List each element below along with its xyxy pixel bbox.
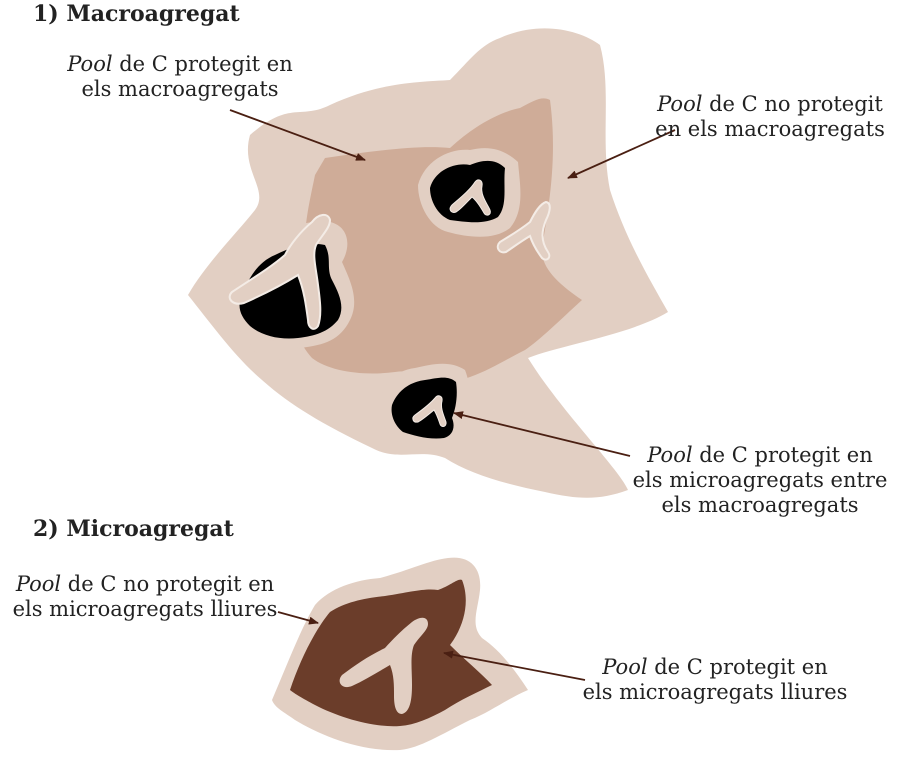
pool-word: Pool <box>602 655 647 679</box>
label-line-2: els microagregats lliures <box>570 680 860 705</box>
label-line-2: els microagregats entre <box>605 468 915 493</box>
label-macro-unprotected-pool: Pool de C no protegit en els macroagrega… <box>620 92 920 142</box>
label-macro-protected-pool: Pool de C protegit en els macroagregats <box>20 52 340 102</box>
section-2-title: 2) Microagregat <box>33 517 234 542</box>
label-line-2: en els macroagregats <box>620 117 920 142</box>
pool-word: Pool <box>647 443 692 467</box>
microaggregate <box>272 558 528 751</box>
pool-word: Pool <box>16 572 61 596</box>
section-1-title: 1) Macroagregat <box>33 2 240 27</box>
label-line-1: de C protegit en <box>113 52 293 76</box>
label-line-1: de C no protegit en <box>61 572 274 596</box>
label-line-2: els macroagregats <box>20 77 340 102</box>
pool-word: Pool <box>67 52 112 76</box>
label-line-1: de C no protegit <box>702 92 882 116</box>
label-line-1: de C protegit en <box>648 655 828 679</box>
label-free-micro-protected-pool: Pool de C protegit en els microagregats … <box>570 655 860 705</box>
label-line-1: de C protegit en <box>693 443 873 467</box>
label-line-2: els microagregats lliures <box>0 597 290 622</box>
label-line-3: els macroagregats <box>605 493 915 518</box>
pool-word: Pool <box>657 92 702 116</box>
label-free-micro-unprotected-pool: Pool de C no protegit en els microagrega… <box>0 572 290 622</box>
label-micro-within-macro-pool: Pool de C protegit en els microagregats … <box>605 443 915 518</box>
